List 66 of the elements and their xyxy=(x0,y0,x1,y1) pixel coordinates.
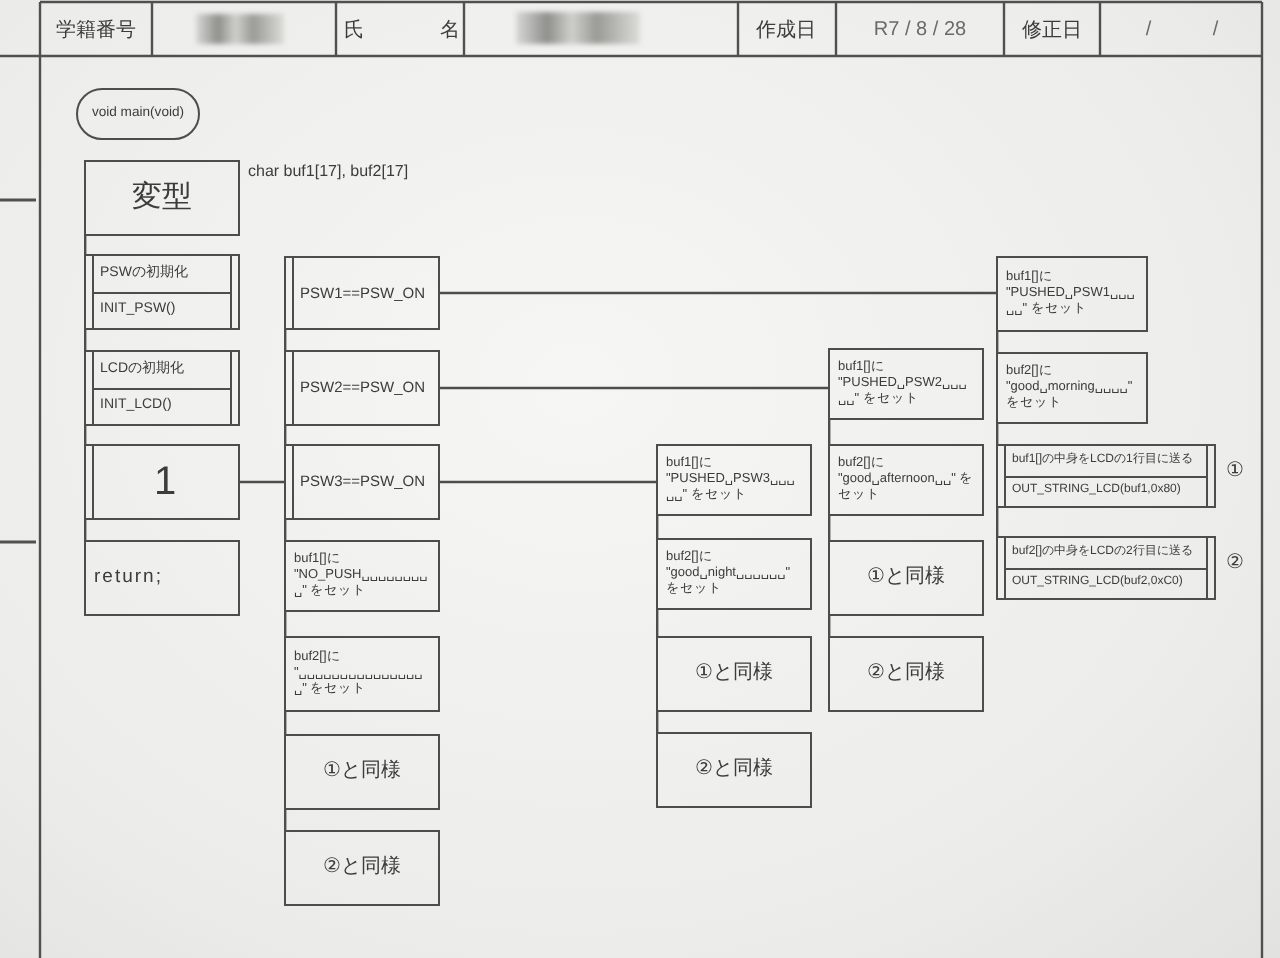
connector-line xyxy=(440,291,996,295)
connector-line xyxy=(84,520,87,540)
step-label: ①と同様 xyxy=(695,661,773,687)
step-label: ①と同様 xyxy=(323,759,401,785)
process-block xyxy=(828,444,984,516)
condition-block xyxy=(284,350,440,426)
connector-line xyxy=(84,426,87,444)
form-label: 学籍番号 xyxy=(56,17,136,44)
process-block xyxy=(284,734,440,810)
start-terminal xyxy=(76,88,200,140)
connector-line xyxy=(828,420,831,444)
step-label: ①と同様 xyxy=(867,565,945,591)
date-slashes: / / xyxy=(1145,19,1247,41)
connector-line xyxy=(440,480,656,484)
step-label: 変型 xyxy=(132,179,192,217)
process-block xyxy=(656,732,812,808)
subroutine-block xyxy=(84,254,240,330)
connector-line xyxy=(996,332,999,352)
variable-declaration: char buf1[17], buf2[17] xyxy=(248,162,409,180)
connector-line xyxy=(84,236,87,254)
circled-number: ② xyxy=(1226,552,1244,574)
step-label: ②と同様 xyxy=(323,855,401,881)
process-block xyxy=(828,636,984,712)
connector-line xyxy=(996,424,999,444)
loop-block xyxy=(84,444,240,520)
subroutine-block xyxy=(996,536,1216,600)
process-block xyxy=(828,540,984,616)
connector-line xyxy=(828,616,831,636)
connector-line xyxy=(284,612,287,636)
process-block xyxy=(656,538,812,610)
process-block xyxy=(996,256,1148,332)
condition-block xyxy=(284,256,440,330)
connector-line xyxy=(284,712,287,734)
connector-line xyxy=(996,508,999,536)
process-block xyxy=(284,540,440,612)
process-block xyxy=(656,444,812,516)
connector-line xyxy=(240,480,284,484)
connector-line xyxy=(284,520,287,540)
connector-line xyxy=(656,610,659,636)
connector-line xyxy=(828,516,831,540)
return-statement: return; xyxy=(94,566,163,590)
form-label: 氏 名 xyxy=(344,17,488,44)
subroutine-block xyxy=(996,444,1216,508)
process-block xyxy=(996,352,1148,424)
process-block xyxy=(656,636,812,712)
step-label: ②と同様 xyxy=(867,661,945,687)
step-label: ②と同様 xyxy=(695,757,773,783)
process-block xyxy=(284,636,440,712)
subroutine-block xyxy=(84,350,240,426)
loop-condition: 1 xyxy=(153,457,177,507)
connector-line xyxy=(656,712,659,732)
process-block xyxy=(828,348,984,420)
connector-line xyxy=(284,330,287,350)
process-block xyxy=(84,160,240,236)
form-label: 修正日 xyxy=(1022,18,1082,44)
condition-block xyxy=(284,444,440,520)
connector-line xyxy=(84,330,87,350)
form-label: 作成日 xyxy=(756,17,816,44)
connector-line xyxy=(284,426,287,444)
circled-number: ① xyxy=(1226,460,1244,482)
connector-line xyxy=(656,516,659,538)
process-block xyxy=(84,540,240,616)
handwritten-date: R7 / 8 / 28 xyxy=(873,19,967,41)
connector-line xyxy=(284,810,287,830)
connector-line xyxy=(440,386,828,390)
process-block xyxy=(284,830,440,906)
